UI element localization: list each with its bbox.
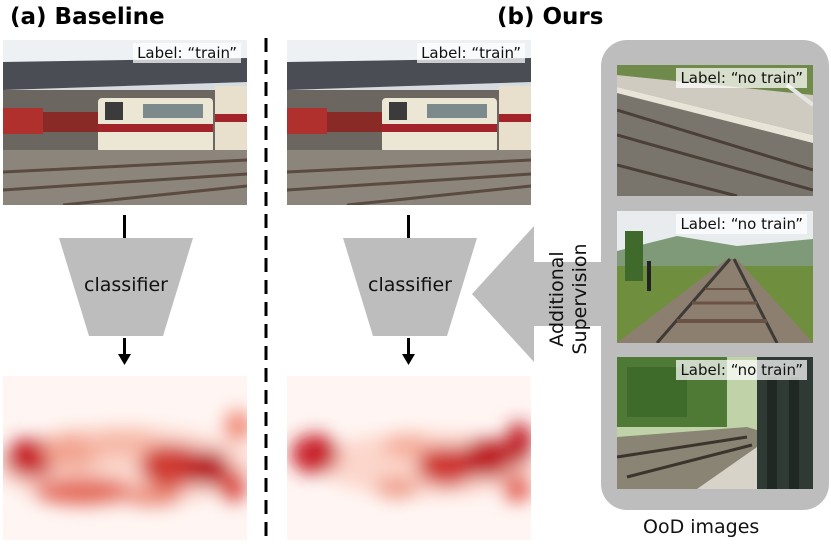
additional-supervision-text: Additional Supervision xyxy=(546,229,592,369)
ood-image-track: Label: “no train” xyxy=(617,211,813,343)
additional-supervision-arrow xyxy=(472,226,602,362)
ood-label-2: Label: “no train” xyxy=(676,214,807,234)
ours-classifier-shape xyxy=(343,238,477,336)
baseline-title: (a) Baseline xyxy=(10,4,165,30)
ours-arrow-top xyxy=(407,215,410,239)
ours-title: (b) Ours xyxy=(497,4,604,30)
ood-caption: OoD images xyxy=(643,516,760,538)
baseline-heatmap xyxy=(3,376,247,540)
ood-image-station: Label: “no train” xyxy=(617,357,813,489)
baseline-arrow-bottom-line xyxy=(123,338,126,356)
baseline-classifier-shape xyxy=(59,238,193,336)
ood-label-1: Label: “no train” xyxy=(676,68,807,88)
ours-arrow-bottom-line xyxy=(407,338,410,356)
baseline-arrow-top xyxy=(123,215,126,239)
ood-image-platform: Label: “no train” xyxy=(617,65,813,196)
ours-train-photo: Label: “train” xyxy=(287,40,531,205)
ours-heatmap xyxy=(287,376,531,540)
supervision-word: Supervision xyxy=(569,243,591,355)
ood-label-3: Label: “no train” xyxy=(676,360,807,380)
dashed-divider xyxy=(264,38,268,538)
baseline-arrow-head xyxy=(118,354,131,365)
baseline-classifier-label: classifier xyxy=(84,274,168,296)
additional-word: Additional xyxy=(546,251,568,347)
ours-arrow-head xyxy=(402,354,415,365)
baseline-train-photo: Label: “train” xyxy=(3,40,247,205)
baseline-label-train: Label: “train” xyxy=(133,43,241,63)
ours-label-train: Label: “train” xyxy=(417,43,525,63)
ours-classifier-label: classifier xyxy=(368,274,452,296)
